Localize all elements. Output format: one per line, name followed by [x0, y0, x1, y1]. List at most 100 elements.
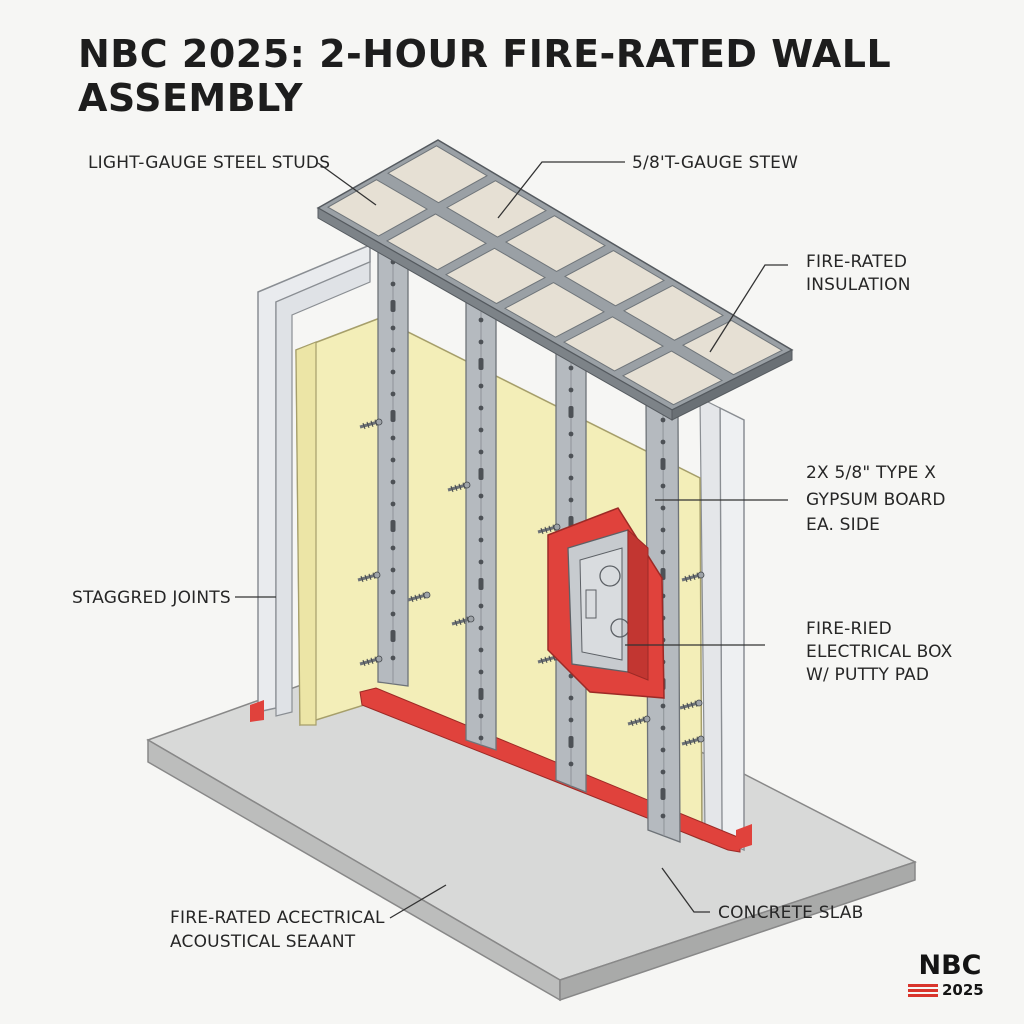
ceiling-tile: [385, 213, 488, 271]
stud-hole: [568, 717, 574, 723]
ceiling-tile: [387, 145, 488, 204]
label-sealant-1: FIRE-RATED ACECTRICAL: [170, 908, 385, 928]
stud-hole: [478, 427, 484, 433]
logo-main-text: NBC: [918, 950, 982, 981]
stud-hole: [478, 669, 484, 675]
stud-slot: [660, 788, 666, 800]
stud-hole: [390, 545, 396, 551]
ceiling-tiles: [326, 145, 784, 406]
stud-hole: [390, 589, 396, 595]
stud-hole: [478, 713, 484, 719]
stud-hole: [478, 647, 484, 653]
stud-hole: [660, 439, 666, 445]
stud-hole: [390, 479, 396, 485]
stud-hole: [478, 383, 484, 389]
stud-hole: [660, 703, 666, 709]
stud-hole: [568, 761, 574, 767]
label-staggered-joints: STAGGRED JOINTS: [72, 588, 231, 608]
drywall-screws: [357, 418, 705, 747]
logo-red-bars: [908, 983, 938, 997]
screw: [681, 571, 705, 583]
label-sealant-2: ACOUSTICAL SEAANT: [170, 932, 356, 952]
stud-hole: [390, 347, 396, 353]
ceiling-tile: [622, 284, 725, 341]
stud-hole: [390, 369, 396, 375]
ceiling-tile: [563, 250, 666, 307]
stud-hole: [390, 457, 396, 463]
stud-slot: [390, 300, 396, 312]
callout-labels: LIGHT-GAUGE STEEL STUDS 5/8'T-GAUGE STEW…: [72, 153, 953, 952]
stud-hole: [390, 501, 396, 507]
nbc-logo: NBC 2025: [908, 952, 992, 999]
label-insulation-2: INSULATION: [806, 275, 911, 295]
stud-hole: [478, 537, 484, 543]
stud-slot: [568, 736, 574, 748]
screw: [451, 615, 475, 627]
stud-hole: [390, 435, 396, 441]
stud-hole: [478, 405, 484, 411]
stud-hole: [478, 493, 484, 499]
stud-hole: [568, 431, 574, 437]
stud-hole: [660, 725, 666, 731]
stud-slot: [478, 688, 484, 700]
stud-hole: [478, 625, 484, 631]
label-top-track: 5/8'T-GAUGE STEW: [632, 153, 798, 173]
label-gypsum-2: GYPSUM BOARD: [806, 490, 946, 510]
stud-hole: [660, 505, 666, 511]
screw: [681, 735, 705, 747]
stud-hole: [568, 453, 574, 459]
stud-hole: [568, 695, 574, 701]
stud-hole: [390, 281, 396, 287]
diagram-title: NBC 2025: 2-HOUR FIRE-RATED WALL ASSEMBL…: [78, 32, 892, 120]
concrete-slab: [146, 627, 917, 1002]
label-gypsum-1: 2X 5/8" TYPE X: [806, 463, 936, 483]
label-steel-studs: LIGHT-GAUGE STEEL STUDS: [88, 153, 330, 173]
stud-slot: [478, 358, 484, 370]
stud-hole: [568, 475, 574, 481]
top-track-grid: [316, 139, 794, 421]
stud-slot: [390, 630, 396, 642]
stud-slot: [390, 520, 396, 532]
screw: [679, 699, 703, 711]
stud-slot: [568, 406, 574, 418]
ceiling-tile: [562, 316, 665, 372]
label-insulation-1: FIRE-RATED: [806, 252, 907, 272]
stud-hole: [660, 549, 666, 555]
screw: [359, 655, 383, 667]
ceiling-tile: [326, 179, 429, 237]
stud-hole: [478, 339, 484, 345]
stud-hole: [568, 387, 574, 393]
gypsum-board-front: [699, 397, 745, 852]
electrical-box: [547, 507, 665, 699]
screw: [447, 481, 471, 493]
label-electrical-2: ELECTRICAL BOX: [806, 642, 953, 662]
screw: [359, 418, 383, 430]
logo-year-text: 2025: [942, 981, 984, 999]
stud-slot: [478, 578, 484, 590]
stud-slot: [660, 458, 666, 470]
stud-hole: [660, 527, 666, 533]
screw: [357, 571, 381, 583]
stud-hole: [660, 483, 666, 489]
stud-slot: [478, 468, 484, 480]
fire-rated-sealant: [250, 687, 752, 853]
ceiling-tile: [681, 319, 784, 376]
leader-lines: [235, 161, 788, 919]
ceiling-tile: [445, 180, 548, 238]
screw: [407, 591, 431, 603]
stud-hole: [390, 655, 396, 661]
stud-hole: [478, 603, 484, 609]
stud-hole: [478, 735, 484, 741]
stud-1: [377, 247, 409, 687]
stud-hole: [390, 325, 396, 331]
label-electrical-1: FIRE-RIED: [806, 619, 892, 639]
stud-hole: [478, 559, 484, 565]
stud-hole: [478, 449, 484, 455]
ceiling-tile: [621, 350, 724, 406]
label-gypsum-3: EA. SIDE: [806, 515, 880, 535]
screw: [627, 715, 651, 727]
stud-hole: [390, 391, 396, 397]
stud-hole: [568, 365, 574, 371]
stud-hole: [660, 813, 666, 819]
